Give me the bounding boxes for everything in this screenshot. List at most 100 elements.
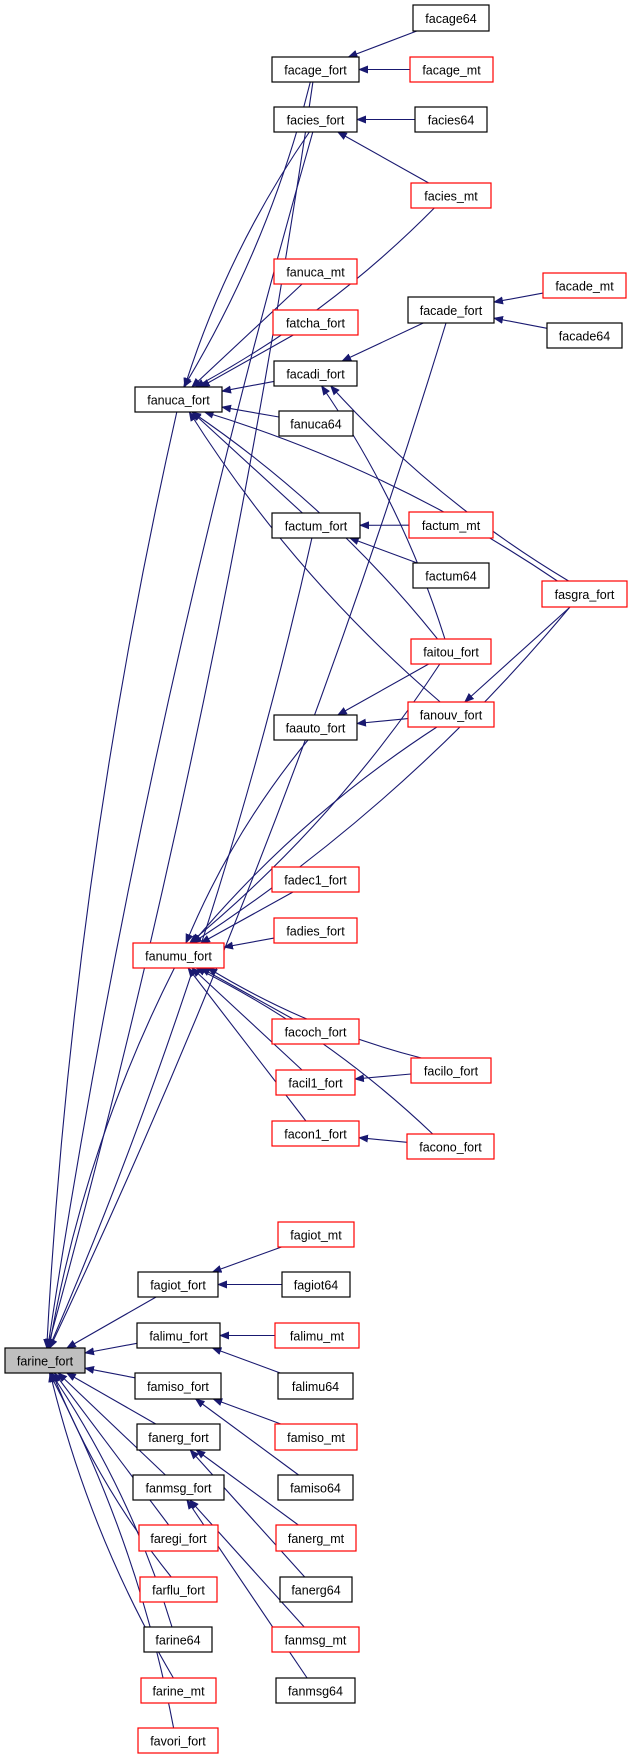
node-box bbox=[273, 714, 358, 741]
node-box bbox=[140, 1677, 217, 1704]
node-fanerg_mt[interactable]: fanerg_mt bbox=[275, 1524, 357, 1552]
node-facage64[interactable]: facage64 bbox=[412, 4, 490, 32]
node-farine_mt[interactable]: farine_mt bbox=[140, 1677, 217, 1704]
node-fanerg_fort[interactable]: fanerg_fort bbox=[136, 1423, 221, 1451]
node-label: fanouv_fort bbox=[420, 709, 483, 723]
node-facilo_fort[interactable]: facilo_fort bbox=[410, 1057, 492, 1084]
edge-fanuca64-to-fanuca_fort bbox=[221, 404, 280, 418]
node-box bbox=[271, 1018, 360, 1045]
node-fatcha_fort[interactable]: fatcha_fort bbox=[272, 309, 359, 336]
node-facon1_fort[interactable]: facon1_fort bbox=[271, 1120, 360, 1147]
node-box bbox=[278, 410, 354, 437]
node-label: falimu_fort bbox=[149, 1330, 208, 1344]
node-box bbox=[275, 1524, 357, 1552]
node-label: fanerg_mt bbox=[288, 1532, 345, 1546]
node-fanuca_fort[interactable]: fanuca_fort bbox=[134, 386, 223, 413]
node-fadies_fort[interactable]: fadies_fort bbox=[273, 917, 358, 944]
node-label: farine_fort bbox=[17, 1355, 74, 1369]
edge-facade_mt-to-facade_fort bbox=[493, 292, 544, 305]
node-fanouv_fort[interactable]: fanouv_fort bbox=[407, 701, 495, 728]
node-box bbox=[275, 1677, 356, 1704]
edge-fasgra_fort-to-fanumu_fort bbox=[191, 606, 571, 944]
node-falimu64[interactable]: falimu64 bbox=[277, 1372, 354, 1400]
node-facil1_fort[interactable]: facil1_fort bbox=[275, 1069, 356, 1096]
node-factum_mt[interactable]: factum_mt bbox=[408, 511, 494, 539]
node-label: famiso_mt bbox=[287, 1431, 345, 1445]
node-box bbox=[271, 1120, 360, 1147]
node-facadi_fort[interactable]: facadi_fort bbox=[273, 360, 358, 387]
edge-falimu64-to-falimu_fort bbox=[211, 1347, 281, 1374]
node-faitou_fort[interactable]: faitou_fort bbox=[410, 638, 492, 665]
edge-fasgra_fort-to-fanuca_fort bbox=[203, 410, 558, 582]
node-box bbox=[134, 386, 223, 413]
node-label: facil1_fort bbox=[288, 1077, 343, 1091]
node-label: farine64 bbox=[155, 1634, 200, 1648]
node-faregi_fort[interactable]: faregi_fort bbox=[138, 1524, 219, 1552]
node-facade_fort[interactable]: facade_fort bbox=[407, 296, 495, 324]
node-facies_fort[interactable]: facies_fort bbox=[273, 106, 358, 133]
node-fanuca64[interactable]: fanuca64 bbox=[278, 410, 354, 437]
node-farine_fort[interactable]: farine_fort bbox=[4, 1347, 86, 1374]
node-fasgra_fort[interactable]: fasgra_fort bbox=[541, 580, 628, 608]
node-label: farflu_fort bbox=[152, 1584, 205, 1598]
node-famiso_mt[interactable]: famiso_mt bbox=[274, 1423, 358, 1451]
edge-fanouv_fort-to-faauto_fort bbox=[356, 718, 409, 727]
node-fagiot_mt[interactable]: fagiot_mt bbox=[277, 1221, 355, 1248]
node-facoch_fort[interactable]: facoch_fort bbox=[271, 1018, 360, 1045]
node-fanuca_mt[interactable]: fanuca_mt bbox=[273, 258, 358, 285]
node-favori_fort[interactable]: favori_fort bbox=[137, 1727, 219, 1754]
node-box bbox=[138, 1524, 219, 1552]
node-facade64[interactable]: facade64 bbox=[546, 322, 623, 349]
node-label: facade64 bbox=[559, 330, 610, 344]
edge-fatcha_fort-to-fanuca_fort bbox=[199, 334, 294, 388]
node-label: faregi_fort bbox=[150, 1532, 207, 1546]
node-label: fadies_fort bbox=[286, 925, 345, 939]
node-box bbox=[271, 866, 360, 893]
node-falimu_mt[interactable]: falimu_mt bbox=[274, 1322, 360, 1349]
edge-fanmsg_fort-to-farine_fort bbox=[57, 1372, 166, 1476]
node-famiso_fort[interactable]: famiso_fort bbox=[134, 1372, 222, 1400]
node-label: fanumu_fort bbox=[145, 950, 212, 964]
node-faauto_fort[interactable]: faauto_fort bbox=[273, 714, 358, 741]
node-label: facon1_fort bbox=[284, 1128, 347, 1142]
node-fanerg64[interactable]: fanerg64 bbox=[279, 1576, 353, 1603]
node-fanmsg64[interactable]: fanmsg64 bbox=[275, 1677, 356, 1704]
node-fadec1_fort[interactable]: fadec1_fort bbox=[271, 866, 360, 893]
node-fagiot_fort[interactable]: fagiot_fort bbox=[137, 1271, 219, 1298]
node-facies_mt[interactable]: facies_mt bbox=[410, 182, 492, 209]
node-box bbox=[410, 182, 492, 209]
node-facono_fort[interactable]: facono_fort bbox=[406, 1133, 495, 1160]
node-falimu_fort[interactable]: falimu_fort bbox=[136, 1322, 221, 1349]
node-box bbox=[281, 1271, 351, 1298]
edge-fanuca_mt-to-fanuca_fort bbox=[191, 283, 303, 388]
edge-faitou_fort-to-faauto_fort bbox=[336, 663, 429, 716]
node-box bbox=[277, 1372, 354, 1400]
node-box bbox=[414, 106, 488, 133]
node-fagiot64[interactable]: fagiot64 bbox=[281, 1271, 351, 1298]
node-facade_mt[interactable]: facade_mt bbox=[542, 272, 627, 299]
node-label: fanmsg_fort bbox=[145, 1482, 212, 1496]
node-facage_mt[interactable]: facage_mt bbox=[409, 56, 494, 83]
node-label: fasgra_fort bbox=[555, 588, 615, 602]
node-factum64[interactable]: factum64 bbox=[412, 562, 490, 589]
edge-fanouv_fort-to-fanumu_fort bbox=[191, 726, 438, 944]
node-factum_fort[interactable]: factum_fort bbox=[271, 512, 361, 539]
edge-facoch_fort-to-fanumu_fort bbox=[200, 967, 294, 1020]
edge-facono_fort-to-facon1_fort bbox=[358, 1134, 408, 1143]
node-fanmsg_mt[interactable]: fanmsg_mt bbox=[271, 1626, 360, 1653]
node-farflu_fort[interactable]: farflu_fort bbox=[139, 1576, 218, 1603]
edge-faitou_fort-to-fanumu_fort bbox=[188, 663, 441, 944]
node-label: falimu64 bbox=[292, 1380, 339, 1394]
node-box bbox=[139, 1576, 218, 1603]
node-facies64[interactable]: facies64 bbox=[414, 106, 488, 133]
edge-fanerg_mt-to-fanerg_fort bbox=[195, 1449, 299, 1526]
node-label: fanmsg_mt bbox=[285, 1634, 347, 1648]
node-label: facade_fort bbox=[420, 304, 483, 318]
node-fanmsg_fort[interactable]: fanmsg_fort bbox=[132, 1474, 225, 1501]
node-label: famiso64 bbox=[290, 1482, 341, 1496]
node-facage_fort[interactable]: facage_fort bbox=[271, 56, 360, 83]
node-fanumu_fort[interactable]: fanumu_fort bbox=[132, 942, 225, 969]
node-farine64[interactable]: farine64 bbox=[143, 1626, 213, 1653]
node-label: fatcha_fort bbox=[286, 317, 346, 331]
node-famiso64[interactable]: famiso64 bbox=[277, 1474, 354, 1501]
